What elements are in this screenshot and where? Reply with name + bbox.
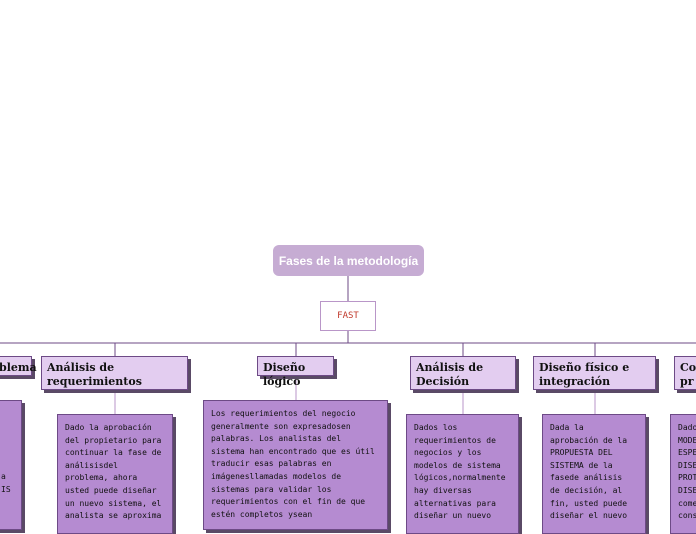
desc-text: Dados los requerimientos de negocios y l… [414, 423, 506, 521]
desc-node-problema[interactable]: a IS [0, 400, 22, 530]
phase-node-problema[interactable]: blema [0, 356, 37, 376]
desc-node-analisis-requerimientos[interactable]: Dado la aprobación del propietario para … [57, 414, 173, 534]
desc-text: Dado MODE ESPE DISE PROT DISE come const [678, 423, 696, 521]
phase-node-diseno-fisico[interactable]: Diseño físico e integración [533, 356, 656, 390]
phase-node-analisis-requerimientos[interactable]: Análisis de requerimientos [41, 356, 188, 390]
desc-node-diseno-logico[interactable]: Los requerimientos del negocio generalme… [203, 400, 388, 530]
phase-node-analisis-decision[interactable]: Análisis de Decisión [410, 356, 516, 390]
root-node[interactable]: Fases de la metodología [273, 245, 424, 276]
desc-node-construccion[interactable]: Dado MODE ESPE DISE PROT DISE come const [670, 414, 696, 534]
desc-text: a IS [1, 472, 11, 494]
phase-label: blema [0, 361, 37, 374]
root-title: Fases de la metodología [278, 253, 419, 268]
connector-lines [0, 276, 696, 414]
phase-label: Análisis de Decisión [416, 361, 484, 388]
phase-label: Diseño físico e integración [539, 361, 630, 388]
desc-text: Dada la aprobación de la PROPUESTA DEL S… [550, 423, 628, 521]
desc-node-analisis-decision[interactable]: Dados los requerimientos de negocios y l… [406, 414, 519, 534]
phase-label: Análisis de requerimientos [47, 361, 142, 388]
phase-label: Diseño lógico [263, 361, 306, 388]
desc-text: Los requerimientos del negocio generalme… [211, 409, 375, 519]
phase-node-diseno-logico[interactable]: Diseño lógico [257, 356, 334, 388]
fast-node[interactable]: FAST [320, 301, 376, 331]
fast-label: FAST [337, 311, 359, 321]
desc-text: Dado la aprobación del propietario para … [65, 423, 162, 521]
phase-node-construccion[interactable]: Co pr [674, 356, 696, 390]
desc-node-diseno-fisico[interactable]: Dada la aprobación de la PROPUESTA DEL S… [542, 414, 646, 534]
phase-label: Co pr [680, 361, 696, 388]
